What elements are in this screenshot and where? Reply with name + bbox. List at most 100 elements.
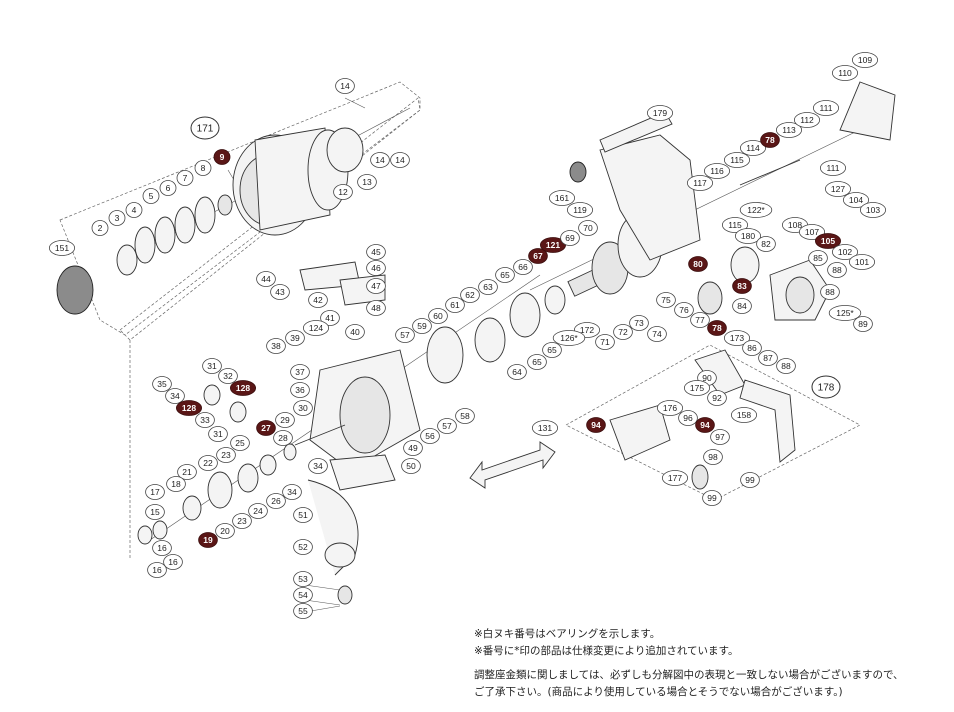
part-label-73: 73 <box>629 315 649 331</box>
part-label-88: 88 <box>820 284 840 300</box>
part-number: 110 <box>838 68 852 78</box>
part-label-5: 5 <box>142 188 160 204</box>
part-label-109: 109 <box>852 52 879 68</box>
part-label-92: 92 <box>707 390 727 406</box>
part-number: 94 <box>700 420 710 430</box>
part-number: 177 <box>668 473 682 483</box>
part-number: 127 <box>831 184 845 194</box>
part-number: 86 <box>747 343 757 353</box>
part-number: 8 <box>201 163 206 173</box>
direction-arrow-icon <box>469 441 556 489</box>
part-label-63: 63 <box>478 279 498 295</box>
part-number: 66 <box>518 262 528 272</box>
part-number: 5 <box>149 191 154 201</box>
part-number: 180 <box>741 231 755 241</box>
part-label-85: 85 <box>808 250 828 266</box>
part-number: 111 <box>827 163 840 173</box>
part-number: 116 <box>710 166 724 176</box>
part-label-131: 131 <box>532 420 559 436</box>
part-label-27: 27 <box>256 420 276 436</box>
part-number: 26 <box>271 496 281 506</box>
part-number: 53 <box>298 574 308 584</box>
part-number: 172 <box>580 325 594 335</box>
part-label-151: 151 <box>49 240 76 256</box>
part-number: 59 <box>417 321 427 331</box>
part-label-18: 18 <box>166 476 186 492</box>
part-number: 125* <box>836 308 854 318</box>
part-label-14: 14 <box>370 152 390 168</box>
part-label-176: 176 <box>657 400 684 416</box>
part-number: 128 <box>182 403 196 413</box>
part-number: 27 <box>261 423 271 433</box>
part-number: 16 <box>157 543 167 553</box>
part-number: 124 <box>309 323 323 333</box>
part-label-104: 104 <box>843 192 870 208</box>
part-label-115: 115 <box>722 217 749 233</box>
part-number: 29 <box>280 415 290 425</box>
notes-block: ※白ヌキ番号はベアリングを示します。 ※番号に*印の部品は仕様変更により追加され… <box>474 626 944 700</box>
part-label-94: 94 <box>586 417 606 433</box>
part-number: 44 <box>261 274 271 284</box>
part-label-20: 20 <box>215 523 235 539</box>
part-number: 2 <box>98 223 103 233</box>
part-label-28: 28 <box>273 430 293 446</box>
part-number: 14 <box>395 155 405 165</box>
part-number: 54 <box>298 590 308 600</box>
part-number: 102 <box>838 247 852 257</box>
part-label-46: 46 <box>366 260 386 276</box>
part-label-65: 65 <box>542 342 562 358</box>
part-label-33: 33 <box>195 412 215 428</box>
part-number: 171 <box>197 124 214 135</box>
part-label-179: 179 <box>647 105 674 121</box>
part-label-3: 3 <box>108 210 126 226</box>
part-number: 23 <box>221 450 231 460</box>
part-number: 19 <box>203 535 213 545</box>
part-label-62: 62 <box>460 287 480 303</box>
part-number: 50 <box>406 461 416 471</box>
part-number: 80 <box>693 259 703 269</box>
part-number: 60 <box>433 311 443 321</box>
part-number: 88 <box>781 361 791 371</box>
part-number: 49 <box>408 443 418 453</box>
part-label-15: 15 <box>145 504 165 520</box>
part-number: 6 <box>166 183 171 193</box>
note-spec-change: ※番号に*印の部品は仕様変更により追加されています。 <box>474 644 739 657</box>
part-label-37: 37 <box>290 364 310 380</box>
part-number: 41 <box>325 313 335 323</box>
part-label-47: 47 <box>366 278 386 294</box>
part-label-31: 31 <box>208 426 228 442</box>
part-label-45: 45 <box>366 244 386 260</box>
part-label-34: 34 <box>282 484 302 500</box>
part-number: 22 <box>203 458 213 468</box>
part-label-128: 128 <box>175 400 202 416</box>
part-label-26: 26 <box>266 493 286 509</box>
part-label-34: 34 <box>165 388 185 404</box>
part-label-59: 59 <box>412 318 432 334</box>
part-label-77: 77 <box>690 312 710 328</box>
part-label-58: 58 <box>455 408 475 424</box>
part-label-25: 25 <box>230 435 250 451</box>
part-number: 7 <box>183 173 188 183</box>
spool-group-outline <box>59 81 421 336</box>
part-number: 24 <box>253 506 263 516</box>
part-number: 111 <box>820 103 833 113</box>
part-label-76: 76 <box>674 302 694 318</box>
part-number: 158 <box>737 410 751 420</box>
part-number: 92 <box>712 393 722 403</box>
part-number: 16 <box>152 565 162 575</box>
part-label-17: 17 <box>145 484 165 500</box>
part-number: 40 <box>350 327 360 337</box>
part-label-2: 2 <box>91 220 109 236</box>
part-label-41: 41 <box>320 310 340 326</box>
part-label-30: 30 <box>293 400 313 416</box>
part-number: 76 <box>679 305 689 315</box>
part-label-19: 19 <box>198 532 218 548</box>
part-number: 25 <box>235 438 245 448</box>
part-number: 71 <box>600 337 610 347</box>
part-number: 109 <box>858 55 872 65</box>
part-number: 97 <box>715 432 725 442</box>
part-number: 99 <box>707 493 717 503</box>
part-number: 39 <box>290 333 300 343</box>
part-number: 14 <box>375 155 385 165</box>
part-number: 21 <box>182 467 192 477</box>
